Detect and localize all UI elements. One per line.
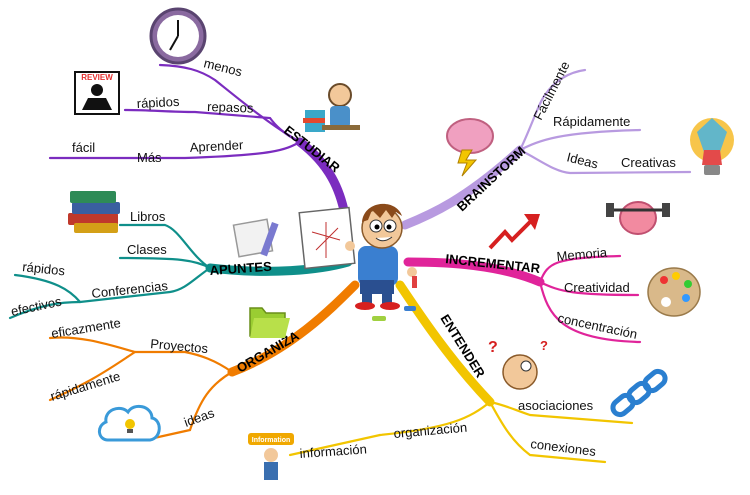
review-icon-text: REVIEW [81, 73, 113, 82]
center-boy-icon [298, 203, 417, 321]
rising-arrow-icon [488, 214, 540, 250]
clock-icon [149, 7, 207, 65]
node-rapidos-estudiar: rápidos [136, 94, 180, 111]
review-icon: REVIEW [74, 71, 120, 115]
branch-entender [288, 280, 634, 464]
node-libros: Libros [130, 209, 166, 224]
node-creativas: Creativas [621, 155, 676, 170]
node-informacion: información [299, 441, 367, 461]
node-repasos: repasos [207, 99, 254, 116]
brain-lifting-icon [606, 201, 670, 235]
information-person-icon: Information [248, 433, 294, 480]
books-icon [68, 191, 120, 233]
node-facilmente: Fácilmente [530, 59, 572, 122]
chain-icon [610, 368, 668, 418]
node-ideas-organiza: ideas [182, 405, 217, 430]
node-asociaciones: asociaciones [518, 398, 594, 413]
node-memoria: Memoria [556, 245, 608, 264]
branch-organiza [48, 280, 360, 442]
node-efectivos: efectivos [10, 293, 64, 318]
node-eficazmente: eficazmente [50, 315, 122, 341]
idea-cloud-icon [98, 404, 161, 442]
lightbulb-icon [690, 118, 734, 175]
node-facil: fácil [72, 140, 95, 155]
branch-incrementar [403, 254, 642, 344]
branch-brainstorm [400, 68, 692, 230]
node-proyectos: Proyectos [150, 336, 209, 356]
node-clases: Clases [127, 242, 167, 257]
note-pad-icon [232, 218, 279, 258]
paint-palette-icon [647, 267, 701, 317]
node-rapidamente-organiza: rápidamente [48, 368, 122, 403]
folder-icon [249, 307, 290, 338]
svg-text:?: ? [540, 338, 548, 353]
branch-apuntes-label: APUNTES [209, 259, 272, 278]
brain-storm-icon [446, 118, 494, 177]
node-organizacion: organización [393, 420, 468, 441]
information-icon-text: Information [252, 437, 291, 444]
node-rapidos-apuntes: rápidos [22, 259, 66, 278]
node-ideas-brainstorm: Ideas [565, 149, 600, 171]
node-aprender: Aprender [189, 137, 244, 155]
node-creatividad: Creatividad [564, 280, 630, 295]
student-at-desk-icon [303, 83, 360, 132]
node-rapidamente-brainstorm: Rápidamente [553, 114, 630, 129]
svg-text:?: ? [488, 339, 498, 356]
node-mas: Más [137, 150, 162, 165]
confused-boy-icon: ? ? [488, 338, 548, 390]
